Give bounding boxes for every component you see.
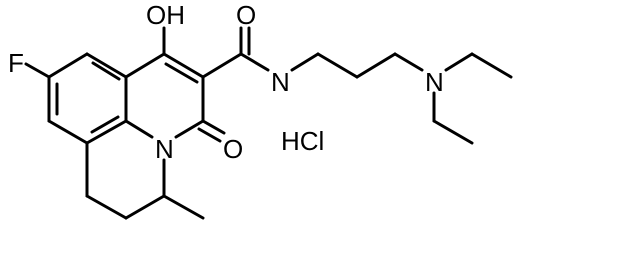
bond-ch2c-n — [393, 52, 424, 72]
atom-label-amide-oxygen: O — [236, 0, 256, 30]
atom-label-amide-nitrogen: N — [271, 67, 290, 97]
bond-n1-ar — [124, 119, 154, 139]
bond-c4-c3-double — [164, 62, 199, 84]
bond-c-f — [24, 62, 51, 79]
bond-ch-ch2 — [124, 194, 166, 220]
bond-amide-cn — [239, 52, 270, 72]
bond-c4-c3 — [162, 52, 205, 79]
salt-label: HCl — [281, 126, 324, 156]
bond-ch2b-ch2c — [355, 52, 397, 79]
bond-c5-c6 — [47, 119, 89, 145]
bond-et1a-et1b — [470, 52, 513, 79]
bond-methyl — [162, 194, 205, 220]
bond-inner-2 — [91, 61, 121, 81]
bond-lactam-co-double — [197, 127, 222, 143]
bond-c2-c3 — [85, 52, 128, 79]
atom-labels: F OH O N N O N HCl — [8, 0, 444, 164]
bond-lactam-co — [201, 119, 226, 135]
atom-label-amine-nitrogen: N — [425, 67, 444, 97]
bond-c1-c2 — [47, 52, 89, 79]
bond-c4-c5 — [85, 119, 128, 145]
bond-n-ch2a — [290, 52, 320, 72]
bond-n-et1a — [444, 52, 474, 72]
atom-label-hydroxyl: OH — [146, 0, 185, 30]
bond-inner-3 — [90, 115, 120, 134]
bond-c3-camide — [201, 52, 243, 79]
atom-label-fluorine: F — [8, 48, 24, 78]
bond-et2a-et2b — [432, 119, 474, 145]
bonds — [24, 26, 513, 220]
bond-c2-n1 — [174, 119, 205, 139]
bond-ar-c4a — [124, 52, 166, 79]
atom-label-ring-nitrogen: N — [155, 134, 174, 164]
atom-label-lactam-oxygen: O — [223, 134, 243, 164]
bond-ch2-ch2 — [85, 194, 128, 220]
bond-ch2a-ch2b — [316, 52, 359, 79]
